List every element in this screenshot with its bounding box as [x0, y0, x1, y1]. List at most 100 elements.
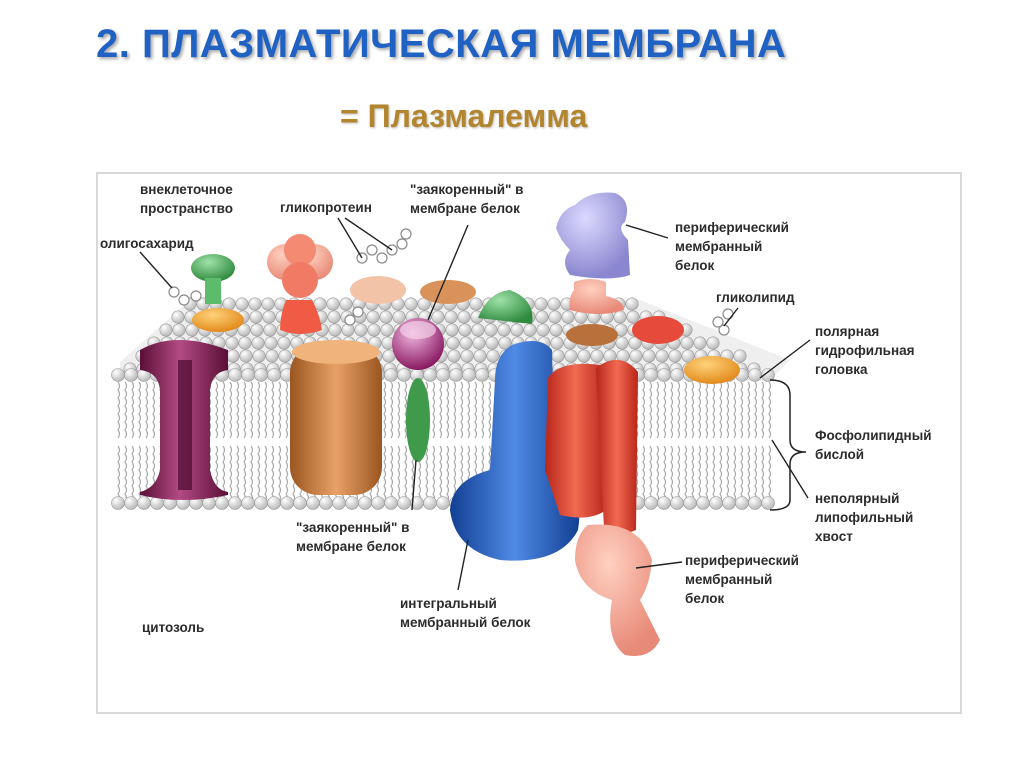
slide-subtitle: = Плазмалемма: [340, 98, 588, 134]
lipid-tail: [278, 381, 282, 439]
lipid-tail: [229, 381, 233, 439]
lipid-tail: [124, 445, 128, 503]
lipid-head: [564, 349, 578, 363]
lipid-tails: [117, 381, 772, 503]
lipid-head: [250, 323, 264, 337]
lipid-head: [625, 297, 639, 311]
label-bilayer-line: Фосфолипидный: [815, 428, 932, 443]
lipid-head: [265, 349, 279, 363]
lipid-head: [431, 310, 445, 324]
lipid-tail: [649, 445, 653, 503]
lipid-head: [185, 323, 199, 337]
lipid-head: [693, 336, 707, 350]
lipid-tail: [712, 381, 716, 439]
lipid-head: [547, 297, 561, 311]
lipid-head: [561, 310, 575, 324]
lipid-tail: [117, 381, 121, 439]
lipid-head: [473, 349, 487, 363]
lipid-tail: [656, 381, 660, 439]
lipid-tail: [705, 445, 709, 503]
lipid-tail: [474, 381, 478, 439]
lipid-head: [280, 496, 294, 510]
lipid-tail: [712, 445, 716, 503]
surface-protein-orange-left: [566, 324, 618, 346]
lipid-head: [326, 297, 340, 311]
lipid-head: [172, 323, 186, 337]
lipid-head: [458, 323, 472, 337]
lipid-tail: [250, 381, 254, 439]
lipid-head: [681, 349, 695, 363]
lipid-head: [345, 496, 359, 510]
lipid-tail: [761, 445, 765, 503]
lipid-head: [225, 336, 239, 350]
lipid-tail: [397, 445, 401, 503]
lipid-head: [328, 323, 342, 337]
lipid-head: [498, 336, 512, 350]
lipid-head: [215, 496, 229, 510]
lipid-head: [384, 496, 398, 510]
lipid-head: [459, 336, 473, 350]
lipid-head: [445, 323, 459, 337]
lipid-head: [590, 349, 604, 363]
lipid-head: [628, 336, 642, 350]
lipid-tail: [432, 445, 436, 503]
lipid-head: [449, 368, 463, 382]
lipid-tail: [670, 381, 674, 439]
lipid-head: [379, 310, 393, 324]
lipid-head: [761, 496, 775, 510]
lipid-tail: [397, 381, 401, 439]
lipid-heads-bottom: [111, 496, 775, 510]
lipid-tail: [453, 445, 457, 503]
lipid-tail: [383, 445, 387, 503]
lipid-tail: [425, 445, 429, 503]
lipid-head: [761, 368, 775, 382]
lipid-head: [534, 297, 548, 311]
lipid-tail: [733, 381, 737, 439]
lipid-head: [549, 323, 563, 337]
anchored-protein: [392, 318, 444, 462]
lipid-tail: [285, 381, 289, 439]
lipid-head: [341, 323, 355, 337]
lipid-tail: [117, 445, 121, 503]
surface-protein-orange-right: [684, 356, 740, 384]
bilayer-bracket: [769, 379, 807, 511]
label-oligosaccharide: олигосахарид: [100, 236, 194, 251]
lipid-head: [261, 297, 275, 311]
lipid-head: [367, 323, 381, 337]
lipid-tail: [131, 381, 135, 439]
lipid-head: [248, 297, 262, 311]
slide-title: 2. ПЛАЗМАТИЧЕСКАЯ МЕМБРАНА: [96, 22, 787, 66]
label-polar-head-line: головка: [815, 362, 868, 377]
lipid-head: [629, 349, 643, 363]
lipid-tail: [236, 445, 240, 503]
lipid-head: [159, 323, 173, 337]
label-integral-line: интегральный: [400, 596, 497, 611]
lipid-tail: [404, 381, 408, 439]
lipid-head: [436, 496, 450, 510]
lipid-tail: [285, 445, 289, 503]
lipid-tail: [747, 445, 751, 503]
lipid-tail: [768, 445, 772, 503]
lipid-head: [254, 368, 268, 382]
lipid-head: [124, 368, 138, 382]
lipid-tail: [754, 381, 758, 439]
lipid-head: [111, 368, 125, 382]
lipid-head: [235, 297, 249, 311]
lipid-head: [380, 323, 394, 337]
label-anchored-top-line: "заякоренный" в: [410, 182, 523, 197]
label-polar-head-line: полярная: [815, 324, 879, 339]
lipid-head: [446, 336, 460, 350]
lipid-head: [536, 323, 550, 337]
label-bilayer-line: бислой: [815, 447, 864, 462]
lipid-head: [535, 310, 549, 324]
blue-integral-protein: [450, 341, 580, 561]
peripheral-protein-top: [556, 192, 630, 314]
lipid-tail: [740, 445, 744, 503]
lipid-tail: [278, 445, 282, 503]
lipid-tail: [684, 381, 688, 439]
lipid-tail: [257, 445, 261, 503]
